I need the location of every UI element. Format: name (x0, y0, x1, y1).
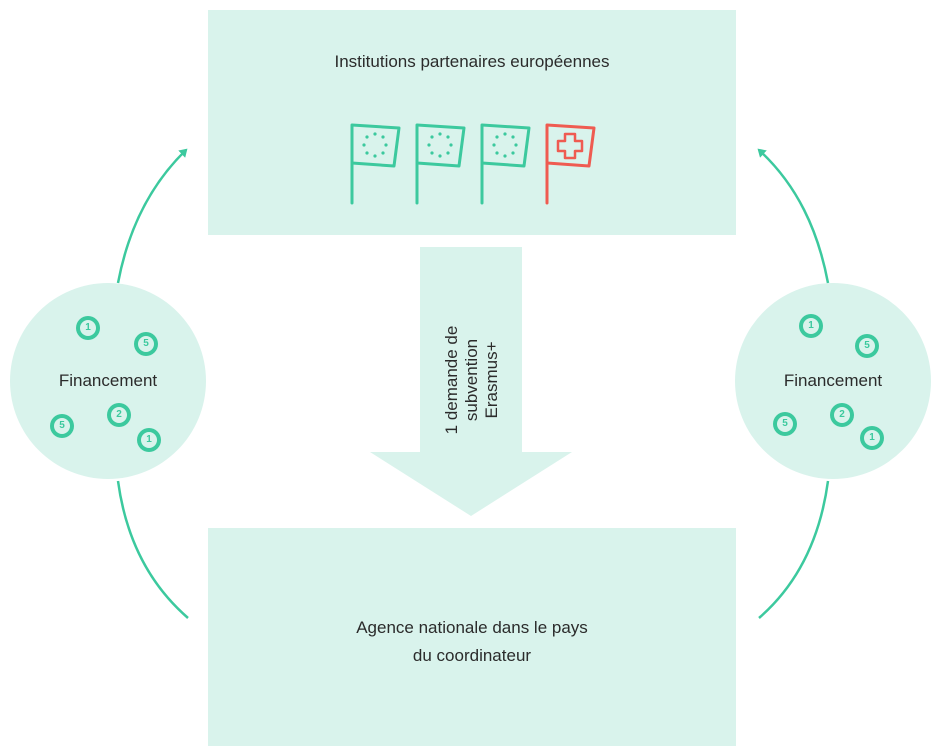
grant-request-line3: Erasmus+ (482, 341, 501, 419)
request-down-arrow (370, 247, 572, 516)
eu-flag-icon (480, 123, 531, 205)
partner-institutions-title: Institutions partenaires européennes (334, 52, 610, 71)
grant-request-label: 1 demande de subvention Erasmus+ (442, 305, 502, 455)
funding-label-left: Financement (58, 371, 158, 390)
grant-request-line1: 1 demande de (442, 325, 461, 435)
funding-arrow-right-up (757, 148, 830, 284)
coin-icon: 5 (134, 332, 158, 356)
funding-circle-left: Financement 1 5 5 2 1 (10, 283, 206, 479)
coin-icon: 1 (137, 428, 161, 452)
national-agency-title: Agence nationale dans le pays du coordin… (208, 614, 736, 670)
coin-icon: 5 (855, 334, 879, 358)
coin-icon: 1 (860, 426, 884, 450)
national-agency-title-line2: du coordinateur (412, 646, 532, 665)
coin-icon: 2 (107, 403, 131, 427)
coin-icon: 5 (50, 414, 74, 438)
funding-line-left-down (116, 480, 189, 619)
coin-icon: 5 (773, 412, 797, 436)
eu-flag-icon (415, 123, 466, 205)
funding-label-right: Financement (783, 371, 883, 390)
national-agency-title-line1: Agence nationale dans le pays (356, 618, 588, 637)
coin-icon: 1 (799, 314, 823, 338)
eu-flag-icon (350, 123, 401, 205)
swiss-flag-icon (545, 123, 596, 205)
partner-institutions-box: Institutions partenaires européennes (208, 10, 736, 235)
funding-circle-right: Financement 1 5 5 2 1 (735, 283, 931, 479)
funding-arrow-left-up (116, 148, 188, 284)
coin-icon: 1 (76, 316, 100, 340)
funding-line-right-down (758, 480, 830, 619)
grant-request-line2: subvention (462, 338, 481, 422)
national-agency-box: Agence nationale dans le pays du coordin… (208, 528, 736, 746)
coin-icon: 2 (830, 403, 854, 427)
